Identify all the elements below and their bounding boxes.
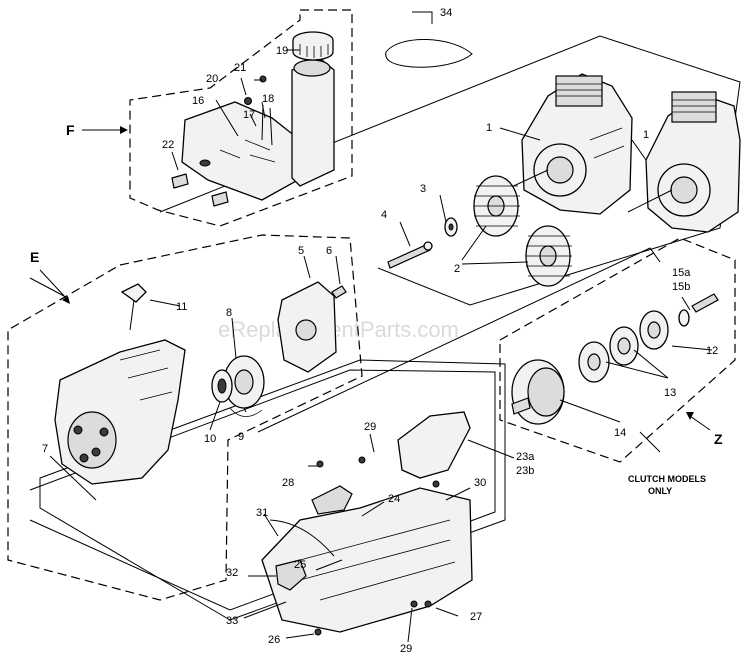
- group-f-label: F: [66, 122, 75, 138]
- trigger-part: [275, 559, 307, 591]
- recoil-spring-part: [211, 369, 233, 403]
- shaft-housing-frame-inner: [29, 369, 496, 611]
- callout-7: 7: [42, 443, 48, 455]
- callout-16: 16: [192, 95, 204, 107]
- callout-30: 30: [474, 477, 486, 489]
- group-f-arrow: [82, 126, 128, 134]
- callout-1b: 1: [643, 129, 649, 141]
- callout-23a: 23a: [516, 451, 535, 463]
- callout-17: 17: [243, 109, 255, 121]
- flywheel-cover-part: [277, 281, 337, 373]
- fuel-tank-part: [181, 59, 335, 201]
- leader-lines: [29, 11, 713, 643]
- engine-part-upper: [504, 73, 633, 215]
- starter-handle-part: [120, 283, 147, 331]
- starter-housing-part: [54, 339, 186, 485]
- callout-11: 11: [176, 301, 187, 313]
- fuel-cap-part: [292, 31, 334, 61]
- hose-clamp-part: [385, 38, 473, 68]
- handle-housing-part: [261, 485, 473, 633]
- callout-13: 13: [664, 387, 676, 399]
- callout-18: 18: [262, 93, 274, 105]
- callout-20: 20: [206, 73, 218, 85]
- callout-8: 8: [226, 307, 232, 319]
- group-z-arrow: [686, 412, 711, 431]
- callout-2: 2: [454, 263, 460, 275]
- fuel-line-part: [261, 104, 273, 146]
- callout-4: 4: [381, 209, 387, 221]
- callout-23b: 23b: [516, 465, 534, 477]
- callout-27: 27: [470, 611, 482, 623]
- callout-14: 14: [614, 427, 626, 439]
- callout-34: 34: [440, 7, 452, 19]
- callout-26: 26: [268, 634, 280, 646]
- callout-3: 3: [420, 183, 426, 195]
- callout-5: 5: [298, 245, 304, 257]
- housing-screws: [314, 456, 440, 636]
- flywheel-part-lower: [525, 225, 572, 287]
- washer-part: [444, 217, 458, 237]
- callout-29-upper: 29: [364, 421, 376, 433]
- callout-28: 28: [282, 477, 294, 489]
- callout-19: 19: [276, 45, 288, 57]
- callout-12: 12: [706, 345, 718, 357]
- clutch-washer-part: [678, 309, 690, 327]
- callout-25: 25: [294, 559, 306, 571]
- pin-part: [387, 241, 433, 269]
- watermark: eReplacementParts.com: [218, 317, 459, 342]
- callout-15a: 15a: [672, 267, 691, 279]
- callout-33: 33: [226, 615, 238, 627]
- clutch-note-line1: CLUTCH MODELS: [628, 474, 706, 484]
- callout-9: 9: [238, 431, 244, 443]
- group-e-outline: [7, 234, 363, 601]
- clutch-drum-part: [511, 359, 565, 425]
- callout-22: 22: [162, 139, 174, 151]
- clutch-bolt-part: [691, 293, 719, 313]
- flywheel-part-upper: [473, 175, 520, 237]
- callout-6: 6: [326, 245, 332, 257]
- tank-mount-screws: [171, 173, 229, 207]
- callout-32: 32: [226, 567, 238, 579]
- callout-31: 31: [256, 507, 268, 519]
- throttle-cable-part: [269, 519, 335, 557]
- clutch-note-line2: ONLY: [648, 486, 672, 496]
- callout-15b: 15b: [672, 281, 690, 293]
- shaft-housing-frame: [39, 359, 506, 621]
- group-f-outline: [129, 9, 353, 227]
- callout-10: 10: [204, 433, 216, 445]
- callout-1a: 1: [486, 122, 492, 134]
- group-e-arrow: [39, 269, 70, 304]
- group-z-outline: [499, 237, 736, 463]
- cover-screw-part: [331, 285, 347, 299]
- starter-rope-part: [229, 407, 263, 417]
- group-e-label: E: [30, 249, 39, 265]
- starter-pulley-part: [223, 355, 265, 409]
- engine-part-lower: [627, 91, 741, 233]
- clutch-shoe-part: [578, 310, 669, 383]
- group-z-label: Z: [714, 431, 723, 447]
- callout-24: 24: [388, 493, 400, 505]
- callout-21: 21: [234, 62, 246, 74]
- shroud-part: [397, 411, 471, 479]
- callout-29-lower: 29: [400, 643, 412, 655]
